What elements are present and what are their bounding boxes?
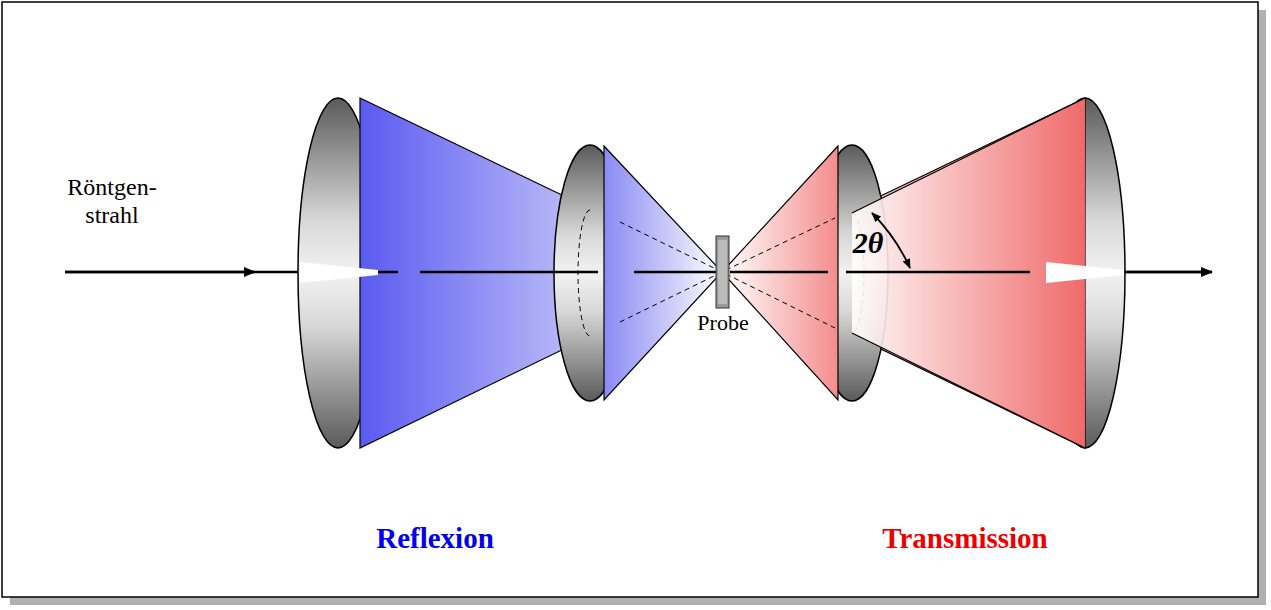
transmission-label: Transmission: [815, 522, 1115, 555]
reflection-label: Reflexion: [300, 522, 570, 555]
angle-label: 2θ: [838, 226, 898, 261]
beam-label: Röntgen- strahl: [62, 174, 162, 229]
sample-label: Probe: [668, 310, 778, 335]
